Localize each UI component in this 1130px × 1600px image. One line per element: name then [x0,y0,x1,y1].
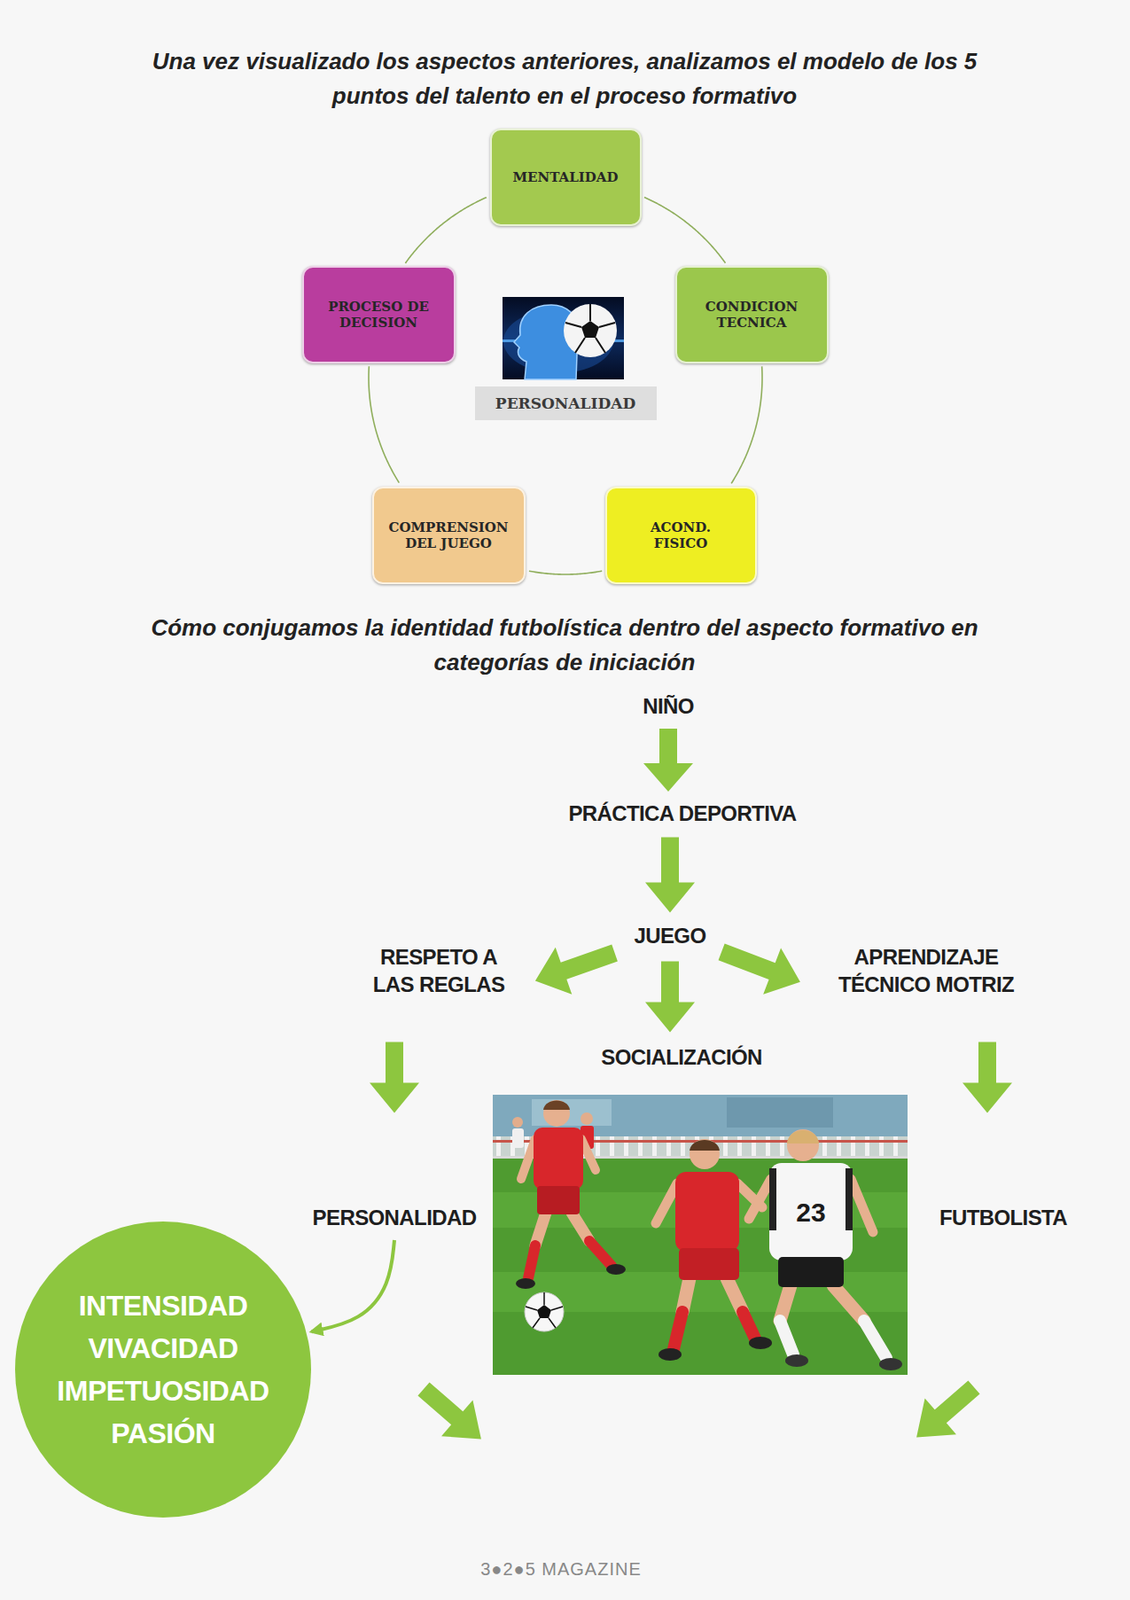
football-photo-part [524,1292,564,1332]
page-heading: Una vez visualizado los aspectos anterio… [116,44,1013,114]
node-text: MENTALIDAD [513,169,619,186]
football-photo-part [845,1168,853,1231]
football-photo-part [769,1162,853,1261]
football-photo-part [748,1336,772,1349]
football-photo-part [833,1285,865,1321]
football-photo-part [528,1245,536,1279]
head-ball-icon-part [565,303,616,353]
football-photo-part [531,1098,612,1126]
node-text: APRENDIZAJE TÉCNICO MOTRIZ [815,942,1037,998]
node-text: COMPRENSION DEL JUEGO [381,519,516,552]
node-text: FUTBOLISTA [939,1203,1068,1232]
node-text: PERSONALIDAD [495,394,636,413]
flow-arrow [535,944,618,995]
football-photo-part [581,1138,596,1170]
football-photo-part [769,1168,777,1231]
flow-arrow [643,728,694,792]
flow-step: PERSONALIDAD [308,1200,482,1235]
cycle-arc [405,197,487,264]
node-text: NIÑO [642,692,694,720]
football-photo-part [678,1247,740,1280]
football-photo-part [655,1183,678,1224]
football-photo-part [512,1116,523,1128]
flow-step: NIÑO [638,689,699,724]
football-photo-part [658,1348,682,1361]
football-photo-part [675,1171,740,1252]
cycle-arc [368,366,399,483]
football-photo [492,1094,908,1375]
jersey-number: 23 [795,1197,826,1228]
head-ball-icon [502,296,624,380]
football-photo-part [515,1278,536,1289]
node-text: JUEGO [633,921,706,950]
football-photo-part [606,1263,626,1275]
decor-arrow [407,1369,990,1458]
football-photo-part [689,1139,720,1151]
talent-box: ACOND. FISICO [605,486,757,585]
football-photo-part [537,1304,552,1318]
center-label-box: PERSONALIDAD [475,386,657,421]
football-photo-part [787,1130,819,1144]
talent-box: PROCESO DE DECISION [302,265,456,364]
head-ball-icon-part [563,303,617,358]
head-ball-icon-part [502,296,624,380]
flow-arrow [369,1042,420,1114]
football-photo-part [785,1354,809,1367]
football-photo-part [879,1357,903,1371]
flow-step: JUEGO [629,919,711,953]
node-text: ACOND. FISICO [636,519,725,552]
flow-arrow [645,837,695,913]
football-photo-part [525,1292,563,1328]
node-text: PERSONALIDAD [312,1203,477,1232]
football-photo-part [673,1311,683,1349]
flow-arrow [718,943,801,995]
sub-heading: Cómo conjugamos la identidad futbolístic… [116,610,1013,680]
football-photo-part [543,1099,570,1127]
football-photo-part [589,1240,612,1266]
football-photo-part [537,1185,580,1215]
cycle-arc [644,197,726,264]
football-photo-part [543,1100,570,1111]
curved-arrow [311,1239,395,1332]
flow-step: RESPETO A LAS REGLAS [357,940,522,1002]
node-text: INTENSIDAD VIVACIDAD IMPETUOSIDAD PASIÓN [56,1284,269,1455]
magazine-footer: 3●2●5 MAGAZINE [480,1558,642,1580]
talent-box: CONDICION TECNICA [675,265,829,364]
talent-box: MENTALIDAD [490,128,642,226]
football-photo-part [689,1138,720,1169]
football-photo-part [778,1256,844,1287]
flow-step: FUTBOLISTA [935,1200,1073,1235]
football-photo-part [533,1127,584,1190]
football-photo-part [787,1129,819,1162]
flow-arrow [645,961,695,1033]
football-photo-part [850,1178,873,1232]
football-photo-part [492,1094,908,1375]
football-photo-part [864,1320,887,1358]
node-text: SOCIALIZACIÓN [600,1043,763,1071]
node-text: RESPETO A LAS REGLAS [361,942,517,998]
talent-box: COMPRENSION DEL JUEGO [372,486,526,585]
football-photo-part [742,1311,756,1339]
node-text: CONDICION TECNICA [685,298,819,331]
cycle-arc [731,366,763,484]
flow-arrow [962,1042,1013,1114]
football-photo-part [748,1178,772,1219]
decor-arrow-part [900,1369,990,1456]
trait-circle: INTENSIDAD VIVACIDAD IMPETUOSIDAD PASIÓN [15,1221,312,1518]
node-text: PRÁCTICA DEPORTIVA [568,799,796,827]
football-photo-part [726,1097,834,1128]
flow-step: APRENDIZAJE TÉCNICO MOTRIZ [810,940,1042,1002]
football-photo-part [521,1138,536,1179]
head-ball-icon-part [581,320,600,338]
node-text: PROCESO DE DECISION [311,298,446,331]
football-photo-part [580,1112,593,1125]
football-photo-part [779,1320,794,1355]
flow-step: PRÁCTICA DEPORTIVA [563,796,802,831]
flow-step: SOCIALIZACIÓN [596,1040,767,1075]
cycle-arc [529,570,602,575]
football-photo-part [512,1128,524,1148]
decor-arrow-part [407,1371,497,1458]
